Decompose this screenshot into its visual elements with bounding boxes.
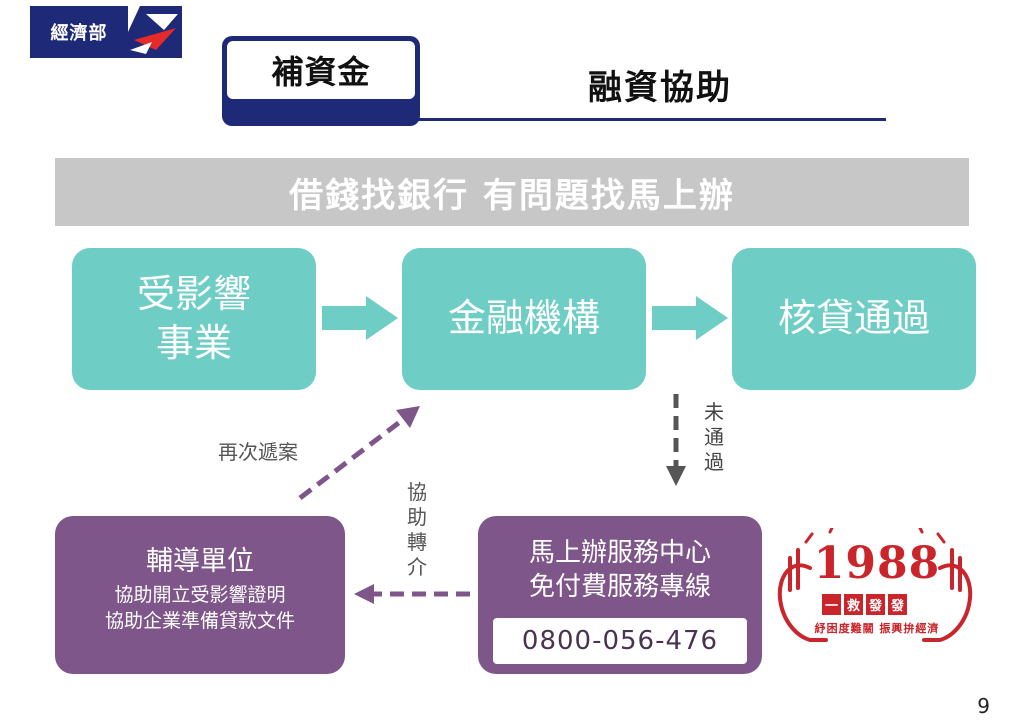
assist-referral-char: 助 bbox=[407, 505, 427, 529]
arrow-resubmit bbox=[298, 416, 407, 500]
hotline-number: 0800-056-476 bbox=[493, 618, 747, 664]
counseling-unit-box: 輔導單位 協助開立受影響證明 協助企業準備貸款文件 bbox=[55, 516, 345, 674]
not-approved-char: 未 bbox=[704, 400, 724, 424]
counseling-unit-title: 輔導單位 bbox=[146, 546, 254, 577]
stamp-number: 1988 bbox=[813, 538, 941, 589]
arrow-to-bank bbox=[322, 296, 398, 340]
stamp-tag-char: 發 bbox=[888, 594, 908, 615]
section-tab-label: 補資金 bbox=[225, 39, 417, 101]
assist-referral-char: 協 bbox=[407, 480, 427, 504]
loan-approved-box: 核貸通過 bbox=[732, 248, 976, 390]
resubmit-label: 再次遞案 bbox=[218, 440, 298, 464]
page-number: 9 bbox=[977, 694, 990, 718]
stamp-tag-char: 救 bbox=[844, 594, 864, 615]
stamp-tag-char: 一 bbox=[822, 594, 842, 615]
not-approved-char: 過 bbox=[704, 450, 724, 474]
hands-icon bbox=[777, 528, 973, 642]
assist-referral-char: 轉 bbox=[407, 530, 427, 554]
ministry-logo: 經濟部 bbox=[30, 6, 182, 58]
section-tab: 補資金 bbox=[222, 36, 420, 126]
service-center-line2: 免付費服務專線 bbox=[528, 572, 711, 603]
logo-emblem-icon bbox=[116, 6, 182, 58]
counseling-unit-line1: 協助開立受影響證明 bbox=[114, 584, 286, 607]
affected-business-line1: 受影響 bbox=[136, 271, 251, 316]
stamp-tag-char: 發 bbox=[866, 594, 886, 615]
assist-referral-char: 介 bbox=[407, 555, 427, 579]
assist-referral-label: 協 助 轉 介 bbox=[405, 480, 429, 580]
counseling-unit-line2: 協助企業準備貸款文件 bbox=[104, 609, 295, 632]
service-center-box: 馬上辦服務中心 免付費服務專線 0800-056-476 bbox=[478, 516, 762, 674]
service-center-line1: 馬上辦服務中心 bbox=[528, 538, 711, 568]
stamp-tag: 一 救 發 發 bbox=[822, 594, 908, 615]
not-approved-label: 未 通 過 bbox=[702, 400, 726, 475]
financial-institution-box: 金融機構 bbox=[402, 248, 646, 390]
affected-business-line2: 事業 bbox=[155, 321, 232, 365]
page-title: 融資協助 bbox=[588, 68, 732, 108]
title-underline bbox=[418, 118, 886, 121]
not-approved-char: 通 bbox=[704, 425, 724, 449]
stamp-footer: 紓困度難關 振興拚經濟 bbox=[814, 622, 940, 635]
hotline-1988-badge: 1988 一 救 發 發 紓困度難關 振興拚經濟 bbox=[770, 528, 980, 648]
arrow-to-approved bbox=[652, 296, 728, 340]
logo-text: 經濟部 bbox=[30, 6, 128, 58]
affected-business-box: 受影響 事業 bbox=[72, 248, 316, 390]
slogan-banner: 借錢找銀行 有問題找馬上辦 bbox=[55, 158, 969, 226]
